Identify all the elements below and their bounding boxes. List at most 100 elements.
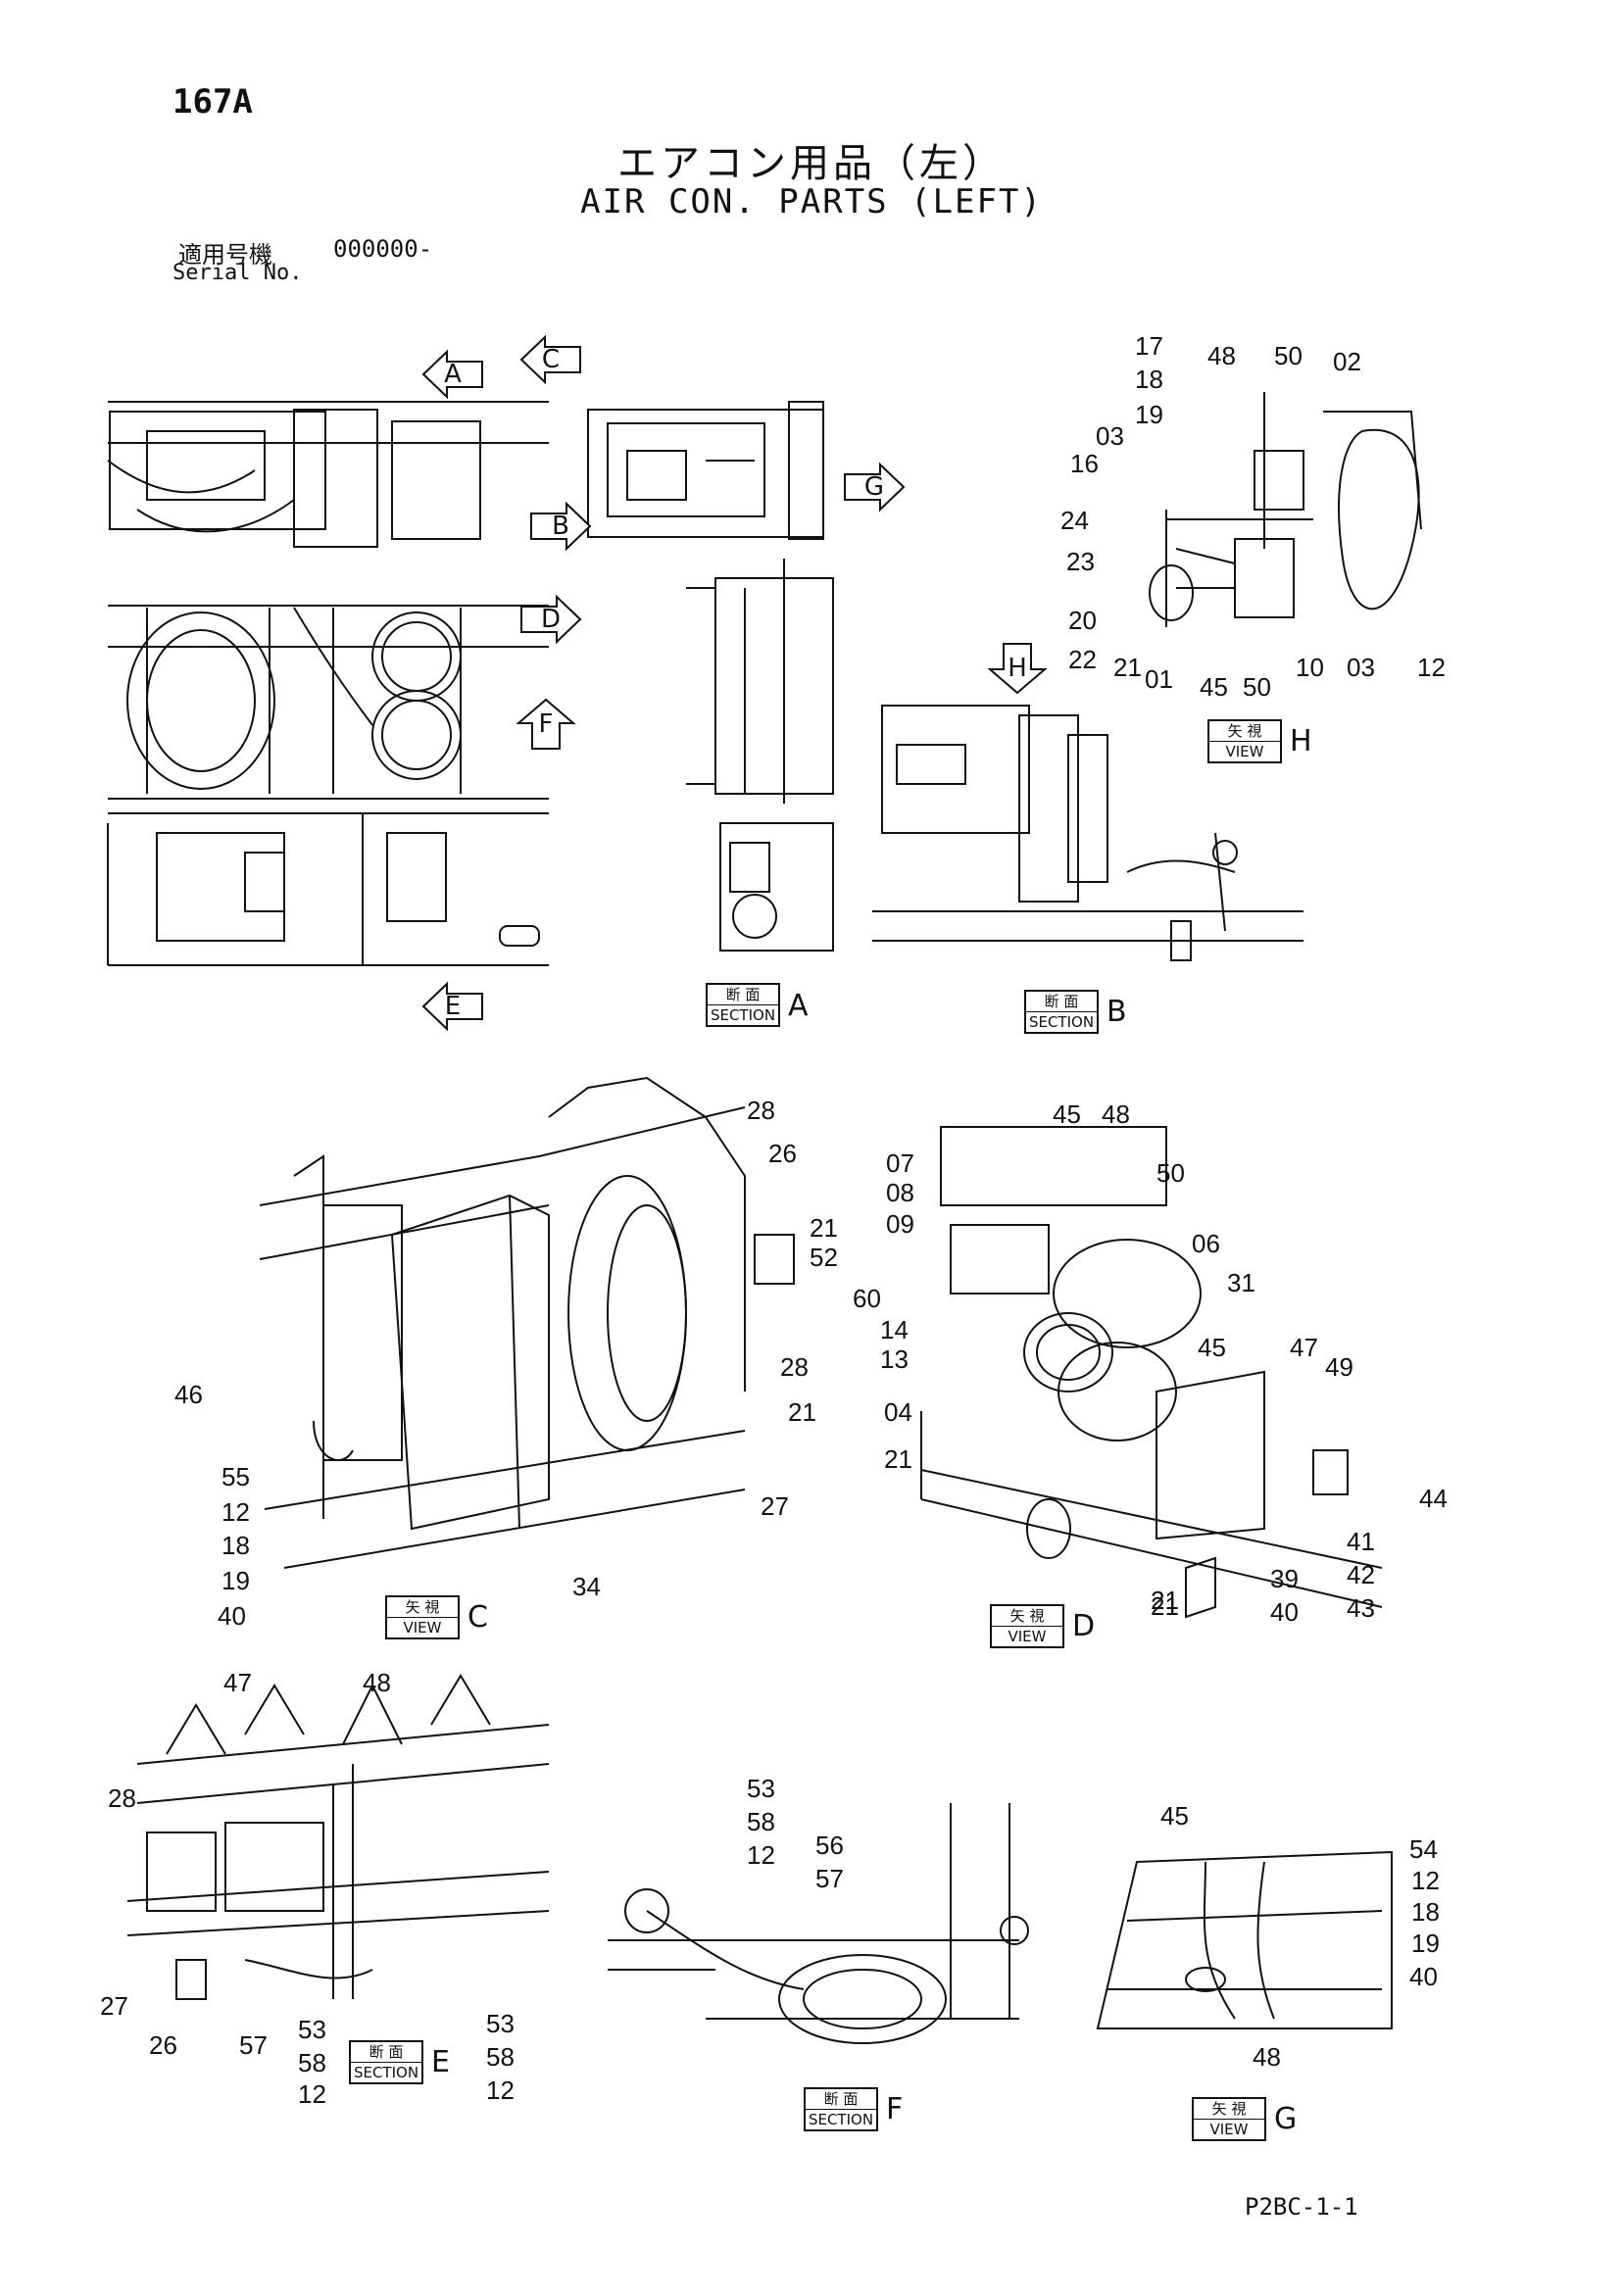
view-arrow-letter: H — [1008, 654, 1027, 683]
part-callout-h: 48 — [1207, 341, 1236, 370]
part-callout-d: 44 — [1419, 1484, 1448, 1513]
section-b-letter: B — [1107, 995, 1127, 1029]
view-arrow-letter: D — [540, 605, 562, 634]
serial-label-japanese: 適用号機 — [178, 241, 272, 269]
arrow-shape-icon — [987, 643, 1048, 695]
part-callout-d: 45 — [1198, 1333, 1226, 1362]
part-callout-g: 48 — [1253, 2042, 1281, 2072]
part-callout-h: 03 — [1347, 653, 1375, 682]
part-callout-f: 12 — [747, 1840, 775, 1870]
part-callout-d: 48 — [1102, 1099, 1130, 1129]
view-g-letter: G — [1274, 2102, 1298, 2136]
part-callout-d: 45 — [1053, 1099, 1081, 1129]
section-e-caption: 断 面 SECTION — [349, 2040, 423, 2084]
part-callout-g: 54 — [1409, 1834, 1438, 1864]
part-callout-g: 12 — [1411, 1866, 1440, 1895]
part-callout-d: 04 — [884, 1397, 912, 1427]
view-d-drawing — [920, 1126, 1383, 1619]
view-arrow-5: F — [515, 698, 577, 751]
part-callout-f: 53 — [747, 1774, 775, 1803]
part-callout-e: 53 — [298, 2015, 326, 2044]
part-callout-h: 19 — [1135, 400, 1163, 429]
page-title-japanese: エアコン用品（左） — [617, 141, 1006, 186]
section-b-caption: 断 面 SECTION — [1024, 990, 1099, 1034]
caption-bottom-text: SECTION — [1028, 1013, 1095, 1031]
part-callout-c: 19 — [221, 1566, 250, 1595]
view-arrow-letter: B — [552, 512, 569, 541]
part-callout-f: 56 — [815, 1831, 844, 1860]
part-callout-c: 34 — [572, 1572, 601, 1601]
part-callout-d: 21 — [1151, 1586, 1179, 1615]
section-f-caption: 断 面 SECTION — [804, 2087, 878, 2131]
part-callout-e: 58 — [486, 2042, 515, 2072]
view-h-drawing — [1149, 392, 1422, 627]
view-h-letter: H — [1290, 724, 1312, 758]
caption-top-text: 矢 視 — [1209, 721, 1280, 742]
part-callout-d: 21 — [884, 1444, 912, 1474]
part-callout-d: 13 — [880, 1344, 909, 1374]
caption-bottom-text: VIEW — [1008, 1628, 1047, 1645]
part-callout-e: 12 — [298, 2079, 326, 2109]
part-callout-h: 22 — [1068, 645, 1097, 674]
section-f-drawing — [608, 1803, 1029, 2044]
part-callout-c: 27 — [761, 1491, 789, 1521]
caption-top-text: 断 面 — [1026, 992, 1097, 1012]
part-callout-h: 45 — [1200, 672, 1228, 702]
part-callout-c: 26 — [768, 1139, 797, 1168]
part-callout-h: 17 — [1135, 331, 1163, 361]
view-arrow-1: B — [529, 500, 592, 553]
caption-bottom-text: SECTION — [710, 1006, 776, 1024]
serial-value: 000000- — [333, 235, 433, 263]
part-callout-d: 40 — [1270, 1597, 1299, 1627]
part-callout-d: 49 — [1325, 1352, 1353, 1382]
caption-bottom-text: VIEW — [1209, 2121, 1249, 2138]
part-callout-c: 28 — [780, 1352, 809, 1382]
part-callout-h: 18 — [1135, 365, 1163, 394]
part-callout-f: 58 — [747, 1807, 775, 1836]
part-callout-c: 46 — [174, 1380, 203, 1409]
section-a-drawing — [587, 401, 834, 952]
view-arrow-0: A — [421, 348, 484, 401]
part-callout-d: 06 — [1192, 1229, 1220, 1258]
caption-top-text: 矢 視 — [1194, 2099, 1264, 2120]
part-callout-d: 50 — [1156, 1158, 1185, 1188]
part-callout-d: 39 — [1270, 1564, 1299, 1593]
part-callout-e: 47 — [223, 1668, 252, 1697]
caption-bottom-text: VIEW — [1225, 743, 1264, 760]
view-arrow-letter: G — [863, 472, 885, 502]
page-number: 167A — [172, 82, 253, 122]
part-callout-h: 10 — [1296, 653, 1324, 682]
caption-top-text: 矢 視 — [992, 1606, 1062, 1627]
arrow-shape-icon — [516, 698, 576, 750]
part-callout-c: 52 — [810, 1243, 838, 1272]
arrow-shape-icon — [421, 981, 483, 1032]
part-callout-d: 43 — [1347, 1593, 1375, 1623]
view-c-drawing — [259, 1076, 795, 1569]
arrow-shape-icon — [520, 594, 582, 645]
view-arrow-7: H — [986, 642, 1049, 695]
caption-top-text: 断 面 — [708, 985, 778, 1005]
part-callout-d: 21 — [1151, 1591, 1179, 1621]
part-callout-d: 07 — [886, 1148, 914, 1178]
part-callout-e: 12 — [486, 2076, 515, 2105]
part-callout-h: 50 — [1243, 672, 1271, 702]
view-arrow-letter: F — [538, 709, 554, 739]
part-callout-c: 21 — [810, 1213, 838, 1243]
view-arrow-3: D — [519, 593, 582, 646]
part-callout-d: 09 — [886, 1209, 914, 1239]
part-callout-d: 31 — [1227, 1268, 1255, 1297]
part-callout-c: 55 — [221, 1462, 250, 1491]
view-arrow-letter: C — [541, 345, 561, 374]
caption-top-text: 矢 視 — [387, 1597, 458, 1618]
part-callout-g: 19 — [1411, 1929, 1440, 1958]
part-callout-g: 18 — [1411, 1897, 1440, 1927]
part-callout-c: 28 — [747, 1096, 775, 1125]
part-callout-h: 03 — [1096, 421, 1124, 451]
caption-top-text: 断 面 — [806, 2089, 876, 2110]
part-callout-d: 08 — [886, 1178, 914, 1207]
part-callout-g: 45 — [1160, 1801, 1189, 1831]
view-arrow-letter: A — [444, 360, 462, 389]
view-arrow-4: E — [421, 980, 484, 1033]
caption-bottom-text: VIEW — [403, 1619, 442, 1637]
part-callout-c: 60 — [853, 1284, 881, 1313]
